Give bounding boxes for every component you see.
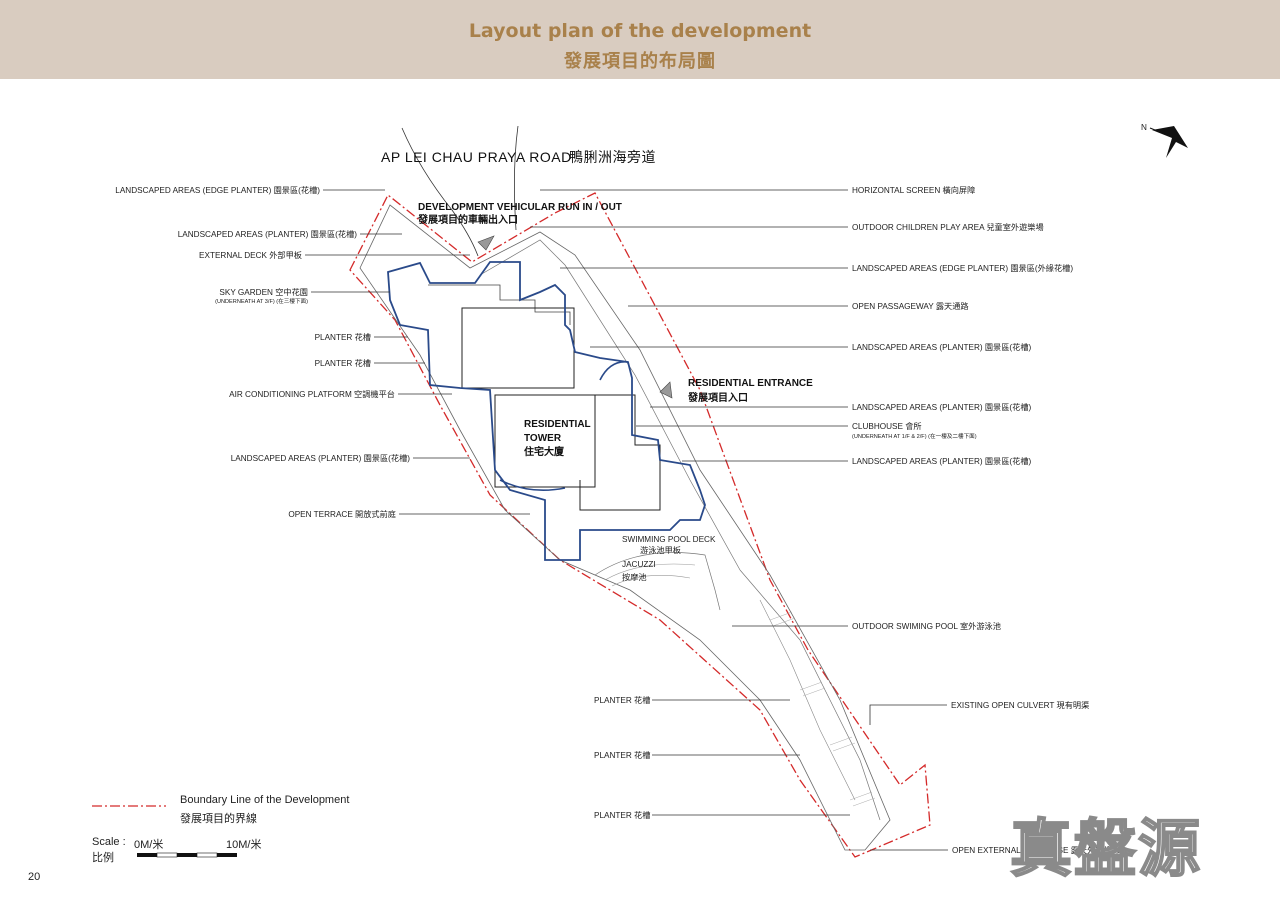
bottom-label-planter-2: PLANTER 花槽 <box>594 750 650 760</box>
right-label-clubhouse-note: (UNDERNEATH AT 1/F & 2/F) (在一樓及二樓下面) <box>852 432 977 440</box>
left-label-edge-planter: LANDSCAPED AREAS (EDGE PLANTER) 園景區(花槽) <box>115 185 320 195</box>
left-label-sky-garden: SKY GARDEN 空中花園 <box>219 287 308 297</box>
vehicular-entrance-arrow-icon <box>477 235 495 251</box>
legend-boundary-label: Boundary Line of the Development <box>180 794 350 806</box>
right-label-open-culvert: EXISTING OPEN CULVERT 現有明渠 <box>951 700 1089 710</box>
right-label-external-staircase: OPEN EXTERNAL STAIRCASE 露天外部樓梯 <box>952 845 1120 855</box>
watermark-logo: 真盤源 <box>1009 811 1203 886</box>
scale-end: 10M/米 <box>226 839 262 851</box>
residential-tower-label: RESIDENTIAL <box>524 419 591 430</box>
residential-tower-label-zh: 住宅大廈 <box>524 445 565 458</box>
tower-block <box>494 394 596 488</box>
left-label-planter-1: LANDSCAPED AREAS (PLANTER) 園景區(花槽) <box>178 229 358 239</box>
curved-planter-2 <box>499 479 566 492</box>
clubhouse-block <box>575 394 661 511</box>
left-label-sky-garden-note: (UNDERNEATH AT 3/F) (在三樓下面) <box>215 297 308 305</box>
north-label: N <box>1141 123 1147 132</box>
stair-hatching <box>769 611 876 807</box>
legend-boundary-label-zh: 發展項目的界線 <box>180 813 257 825</box>
residential-tower-label-2: TOWER <box>524 433 562 444</box>
page-header: Layout plan of the development 發展項目的布局圖 <box>0 0 1280 79</box>
page-title: Layout plan of the development <box>468 20 812 42</box>
right-label-horizontal-screen: HORIZONTAL SCREEN 橫向屏障 <box>852 185 975 195</box>
left-label-planter-4: LANDSCAPED AREAS (PLANTER) 園景區(花槽) <box>231 453 411 463</box>
scale-label-zh: 比例 <box>92 852 114 864</box>
road-name: AP LEI CHAU PRAYA ROAD <box>381 149 572 165</box>
left-label-planter-3: PLANTER 花槽 <box>315 358 371 368</box>
pool-deck-curve-3 <box>611 575 691 587</box>
right-label-planter-2: LANDSCAPED AREAS (PLANTER) 園景區(花槽) <box>852 402 1032 412</box>
bottom-label-planter-1: PLANTER 花槽 <box>594 695 650 705</box>
bottom-label-planter-3: PLANTER 花槽 <box>594 810 650 820</box>
north-arrow-icon <box>1149 126 1188 158</box>
passageway-line <box>479 239 741 571</box>
right-label-edge-planter: LANDSCAPED AREAS (EDGE PLANTER) 園景區(外緣花槽… <box>852 263 1073 273</box>
scale-start: 0M/米 <box>134 839 164 851</box>
right-label-clubhouse: CLUBHOUSE 會所 <box>852 421 922 431</box>
right-label-planter-3: LANDSCAPED AREAS (PLANTER) 園景區(花槽) <box>852 456 1032 466</box>
road-curve-left <box>401 127 479 257</box>
pool-deck-label: SWIMMING POOL DECK <box>622 535 716 544</box>
development-boundary-line <box>349 192 931 858</box>
pool-deck-label-zh: 游泳池甲板 <box>640 545 681 555</box>
pool-inner-line <box>759 599 856 801</box>
curved-planter-1 <box>599 361 629 381</box>
left-label-open-terrace: OPEN TERRACE 開放式前庭 <box>288 509 396 519</box>
pool-deck-curve-2 <box>604 563 696 581</box>
podium-line <box>428 284 571 325</box>
left-label-planter-2: PLANTER 花槽 <box>315 332 371 342</box>
right-label-passageway: OPEN PASSAGEWAY 露天通路 <box>852 301 969 311</box>
vehicular-run-in-label: DEVELOPMENT VEHICULAR RUN IN / OUT <box>418 202 622 213</box>
tower-block-upper <box>461 307 575 389</box>
road-curve-right <box>514 125 519 231</box>
scale-label: Scale : <box>92 836 126 848</box>
scale-bar <box>137 852 237 858</box>
page-title-chinese: 發展項目的布局圖 <box>564 51 716 72</box>
residential-entrance-arrow-icon <box>659 381 673 399</box>
left-label-ac-platform: AIR CONDITIONING PLATFORM 空調機平台 <box>229 389 395 399</box>
left-label-external-deck: EXTERNAL DECK 外部甲板 <box>199 250 302 260</box>
page-number: 20 <box>28 871 41 883</box>
right-label-children-play: OUTDOOR CHILDREN PLAY AREA 兒童室外遊樂場 <box>852 222 1044 232</box>
right-label-swimming-pool: OUTDOOR SWIMING POOL 室外游泳池 <box>852 621 1001 631</box>
leader-line <box>869 704 947 725</box>
site-outline <box>359 204 891 851</box>
road-name-chinese: 鴨脷洲海旁道 <box>569 149 656 165</box>
vehicular-run-in-label-zh: 發展項目的車輛出入口 <box>417 213 518 226</box>
pool-deck-curve <box>594 552 721 611</box>
right-label-planter-1: LANDSCAPED AREAS (PLANTER) 園景區(花槽) <box>852 342 1032 352</box>
pool-edge-line <box>739 569 881 821</box>
residential-entrance-label-zh: 發展項目入口 <box>687 391 748 404</box>
layout-plan-drawing: N AP LEI CHAU PRAYA ROAD 鴨脷洲海旁道 DEVELOPM… <box>92 123 1188 858</box>
jacuzzi-label: JACUZZI <box>622 560 656 569</box>
building-outline <box>387 261 706 561</box>
jacuzzi-label-zh: 按摩池 <box>622 572 647 582</box>
residential-entrance-label: RESIDENTIAL ENTRANCE <box>688 378 813 389</box>
